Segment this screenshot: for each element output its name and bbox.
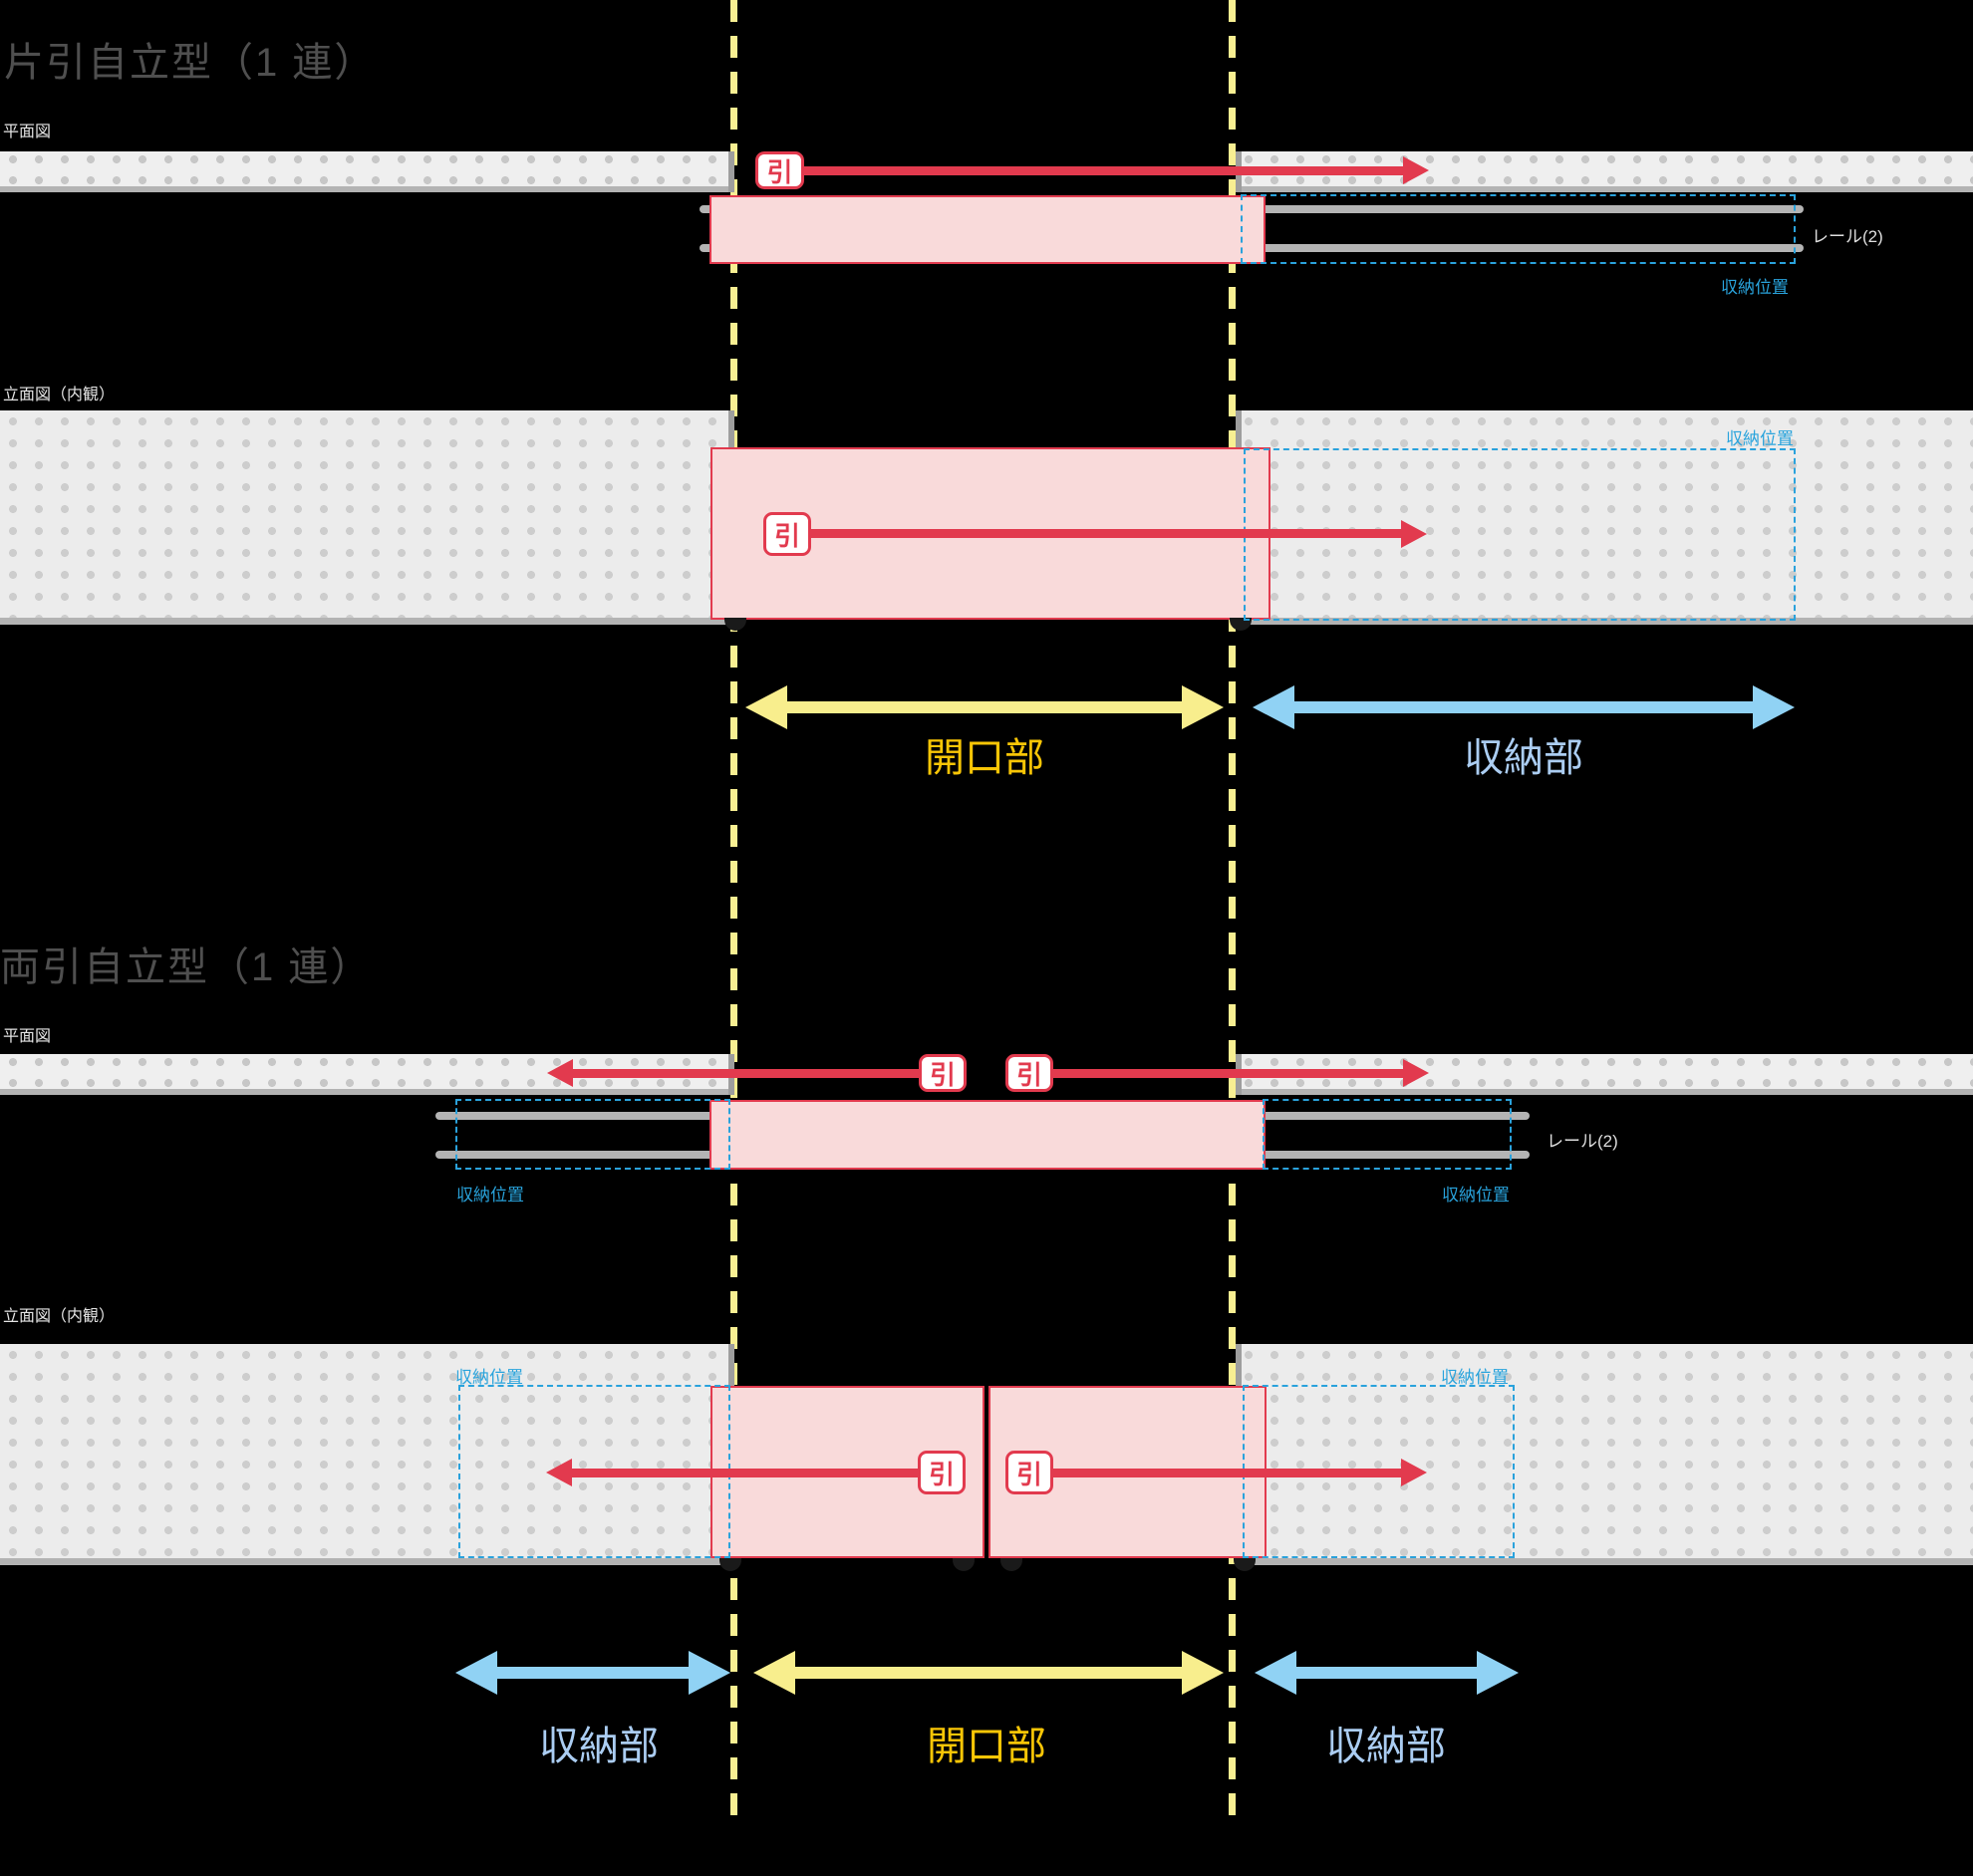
s2-plan-storage-position-box-right: [1263, 1099, 1512, 1170]
s1-storage-label: 収納部: [1464, 736, 1583, 780]
s2-storage-right-arrow-head-right: [1477, 1651, 1519, 1695]
s2-plan-view-label: 平面図: [3, 1028, 52, 1045]
s1-plan-wall-edge-left: [0, 186, 734, 192]
opening-boundary-line-left: [730, 0, 737, 1818]
s1-opening-arrow-shaft: [785, 701, 1184, 713]
s2-storage-left-arrow-shaft: [495, 1667, 691, 1679]
s1-plan-wall-edge-right: [1236, 186, 1973, 192]
s2-plan-slide-arrow-head-left: [547, 1059, 573, 1087]
s2-storage-right-arrow-shaft: [1294, 1667, 1479, 1679]
s2-plan-slide-arrow-shaft-right: [1053, 1069, 1405, 1078]
s1-elev-pull-badge: 引: [763, 512, 811, 556]
s2-storage-left-arrow-head-left: [455, 1651, 497, 1695]
s2-elev-slide-arrow-head-left: [546, 1459, 572, 1486]
s2-elev-slide-arrow-head-right: [1401, 1459, 1427, 1486]
s1-elev-floor-right: [1236, 618, 1973, 625]
s2-elev-floor-right: [1236, 1558, 1973, 1565]
s2-elev-pull-badge-right: 引: [1005, 1451, 1053, 1494]
s2-elev-roller-2: [953, 1558, 975, 1571]
s2-elev-slide-arrow-shaft-left: [570, 1469, 918, 1477]
s2-elev-wall-band-left: [0, 1344, 734, 1558]
s1-plan-door-panel: [709, 195, 1266, 264]
s2-storage-label-right: 収納部: [1326, 1725, 1446, 1768]
s2-plan-door-panel: [709, 1100, 1266, 1170]
s1-elev-slide-arrow-head: [1401, 520, 1427, 548]
s2-opening-arrow-head-left: [753, 1651, 795, 1695]
s1-storage-arrow-shaft: [1292, 701, 1755, 713]
s1-elev-storage-position-label: 収納位置: [1726, 429, 1794, 448]
s1-plan-slide-arrow-shaft: [802, 166, 1405, 175]
s2-plan-pull-badge-left: 引: [919, 1054, 967, 1092]
s1-elevation-view-label: 立面図（内観）: [3, 387, 116, 403]
s2-plan-wall-edge-left: [0, 1089, 734, 1095]
s1-opening-arrow-head-left: [745, 685, 787, 729]
s1-plan-wall-cap-left: [728, 151, 734, 192]
s1-elev-wall-band-left: [0, 410, 734, 618]
section2-title: 両引自立型（1 連）: [0, 945, 373, 989]
s2-opening-arrow-head-right: [1182, 1651, 1224, 1695]
s1-elev-door-roller-left: [724, 618, 746, 631]
s2-plan-slide-arrow-head-right: [1403, 1059, 1429, 1087]
s2-plan-storage-position-label-left: 収納位置: [456, 1186, 524, 1205]
s1-plan-slide-arrow-head: [1403, 156, 1429, 184]
opening-boundary-line-right: [1229, 0, 1236, 1818]
s2-plan-storage-position-box-left: [455, 1099, 730, 1170]
s2-storage-right-arrow-head-left: [1255, 1651, 1296, 1695]
s2-elev-wall-band-right: [1236, 1344, 1973, 1558]
s1-storage-arrow-head-left: [1253, 685, 1294, 729]
s2-storage-label-left: 収納部: [539, 1725, 659, 1768]
s1-rail-label: レール(2): [1812, 227, 1883, 246]
s2-plan-pull-badge-right: 引: [1005, 1054, 1053, 1092]
s2-elev-storage-position-label-left: 収納位置: [455, 1368, 523, 1387]
s2-plan-storage-position-label-right: 収納位置: [1442, 1186, 1510, 1205]
s2-opening-label: 開口部: [927, 1725, 1046, 1768]
s1-plan-storage-position-label: 収納位置: [1721, 278, 1789, 297]
s2-elev-roller-4: [1234, 1558, 1256, 1571]
s2-elev-slide-arrow-shaft-right: [1053, 1469, 1403, 1477]
s1-plan-view-label: 平面図: [3, 124, 52, 140]
s1-elev-door-roller-right: [1230, 618, 1252, 631]
s1-opening-label: 開口部: [925, 736, 1044, 780]
s1-plan-storage-position-box: [1241, 194, 1796, 264]
s1-storage-arrow-head-right: [1753, 685, 1795, 729]
s2-plan-wall-edge-right: [1236, 1089, 1973, 1095]
section1-title: 片引自立型（1 連）: [4, 41, 377, 85]
s2-elev-floor-left: [0, 1558, 734, 1565]
s2-opening-arrow-shaft: [793, 1667, 1184, 1679]
s1-opening-arrow-head-right: [1182, 685, 1224, 729]
s2-storage-left-arrow-head-right: [689, 1651, 730, 1695]
s2-elev-pull-badge-left: 引: [918, 1451, 966, 1494]
s2-elevation-view-label: 立面図（内観）: [3, 1308, 116, 1325]
s2-rail-label: レール(2): [1547, 1132, 1618, 1151]
s2-elev-roller-1: [719, 1558, 741, 1571]
s1-elev-floor-left: [0, 618, 734, 625]
s1-elev-slide-arrow-shaft: [809, 529, 1403, 538]
s1-elev-wall-band-right: [1236, 410, 1973, 618]
s2-elev-roller-3: [1000, 1558, 1022, 1571]
s1-plan-wall-band-left: [0, 151, 734, 186]
s1-plan-pull-badge: 引: [755, 151, 804, 189]
s2-plan-slide-arrow-shaft-left: [571, 1069, 919, 1078]
s2-elev-storage-position-label-right: 収納位置: [1441, 1368, 1509, 1387]
